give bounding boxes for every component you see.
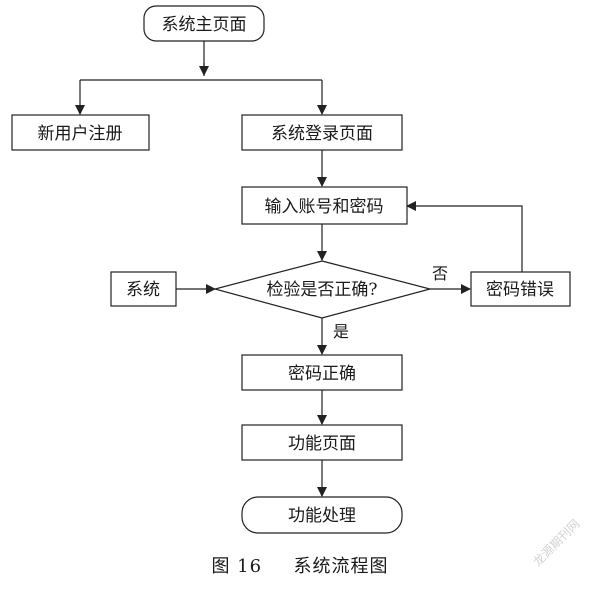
node-password-correct-label: 密码正确: [288, 364, 356, 384]
node-password-wrong-label: 密码错误: [486, 280, 554, 300]
node-function-page: 功能页面: [241, 424, 403, 461]
node-function-process-label: 功能处理: [288, 506, 356, 526]
node-main-page-label: 系统主页面: [162, 15, 247, 35]
node-login-page-label: 系统登录页面: [271, 124, 373, 144]
node-check-label: 检验是否正确?: [266, 280, 377, 300]
node-main-page: 系统主页面: [143, 5, 265, 42]
edge-label-no: 否: [432, 264, 448, 283]
node-password-wrong: 密码错误: [470, 271, 571, 307]
node-login-page: 系统登录页面: [241, 114, 403, 151]
node-system-label: 系统: [126, 280, 160, 300]
figure-number: 图 16: [211, 556, 263, 577]
node-new-user-register-label: 新用户注册: [38, 124, 123, 144]
node-password-correct: 密码正确: [241, 354, 403, 391]
edge-label-yes: 是: [333, 322, 349, 341]
node-function-process: 功能处理: [241, 496, 403, 534]
node-new-user-register: 新用户注册: [11, 114, 150, 151]
node-system: 系统: [110, 271, 177, 307]
node-enter-credentials-label: 输入账号和密码: [265, 197, 384, 217]
edges: [75, 41, 523, 497]
figure-title: 系统流程图: [293, 556, 389, 577]
edge-wrong-to-credentials: [406, 201, 523, 272]
figure-caption: 图 16 系统流程图: [0, 552, 600, 578]
node-enter-credentials: 输入账号和密码: [241, 186, 408, 225]
node-check-decision: 检验是否正确?: [212, 260, 433, 319]
node-function-page-label: 功能页面: [288, 434, 356, 454]
